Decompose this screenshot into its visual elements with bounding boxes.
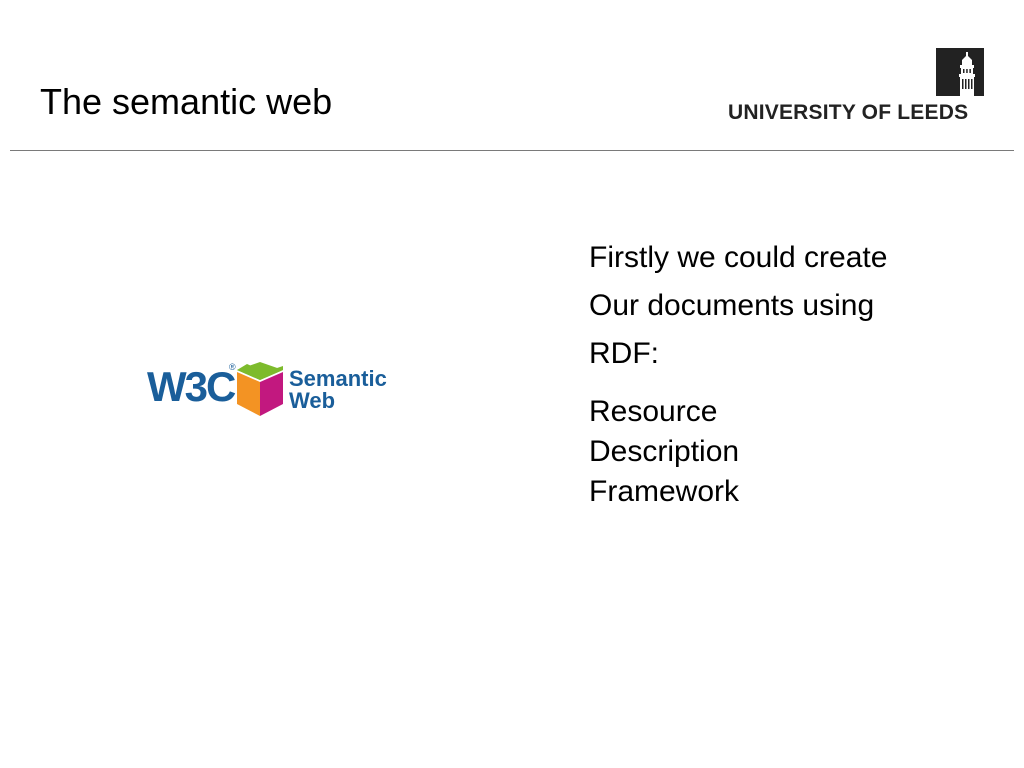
registered-mark: ® xyxy=(229,362,236,372)
rdf-line: Description xyxy=(589,435,740,468)
body-line: RDF: xyxy=(589,337,659,370)
rdf-expansion: Resource Description Framework xyxy=(589,392,1009,512)
rdf-line: Resource xyxy=(589,395,718,428)
semantic-label: Semantic xyxy=(289,366,387,391)
rdf-line: Framework xyxy=(589,475,740,508)
body-line: Firstly we could create xyxy=(589,241,888,274)
university-wordmark: UNIVERSITY OF LEEDS xyxy=(728,101,969,124)
body-line: Our documents using xyxy=(589,289,875,322)
header-divider xyxy=(10,150,1014,151)
university-of-leeds-logo: UNIVERSITY OF LEEDS xyxy=(726,48,988,126)
slide-body: Firstly we could create Our documents us… xyxy=(589,234,1009,512)
clock-tower-icon xyxy=(936,48,984,96)
semantic-web-wordmark: Semantic Web xyxy=(289,368,387,412)
cube-icon xyxy=(237,362,283,416)
w3c-semantic-web-logo: W3C ® Semantic Web xyxy=(145,358,410,420)
web-label: Web xyxy=(289,388,336,413)
w3c-wordmark: W3C xyxy=(147,363,236,410)
slide-title: The semantic web xyxy=(40,81,333,122)
